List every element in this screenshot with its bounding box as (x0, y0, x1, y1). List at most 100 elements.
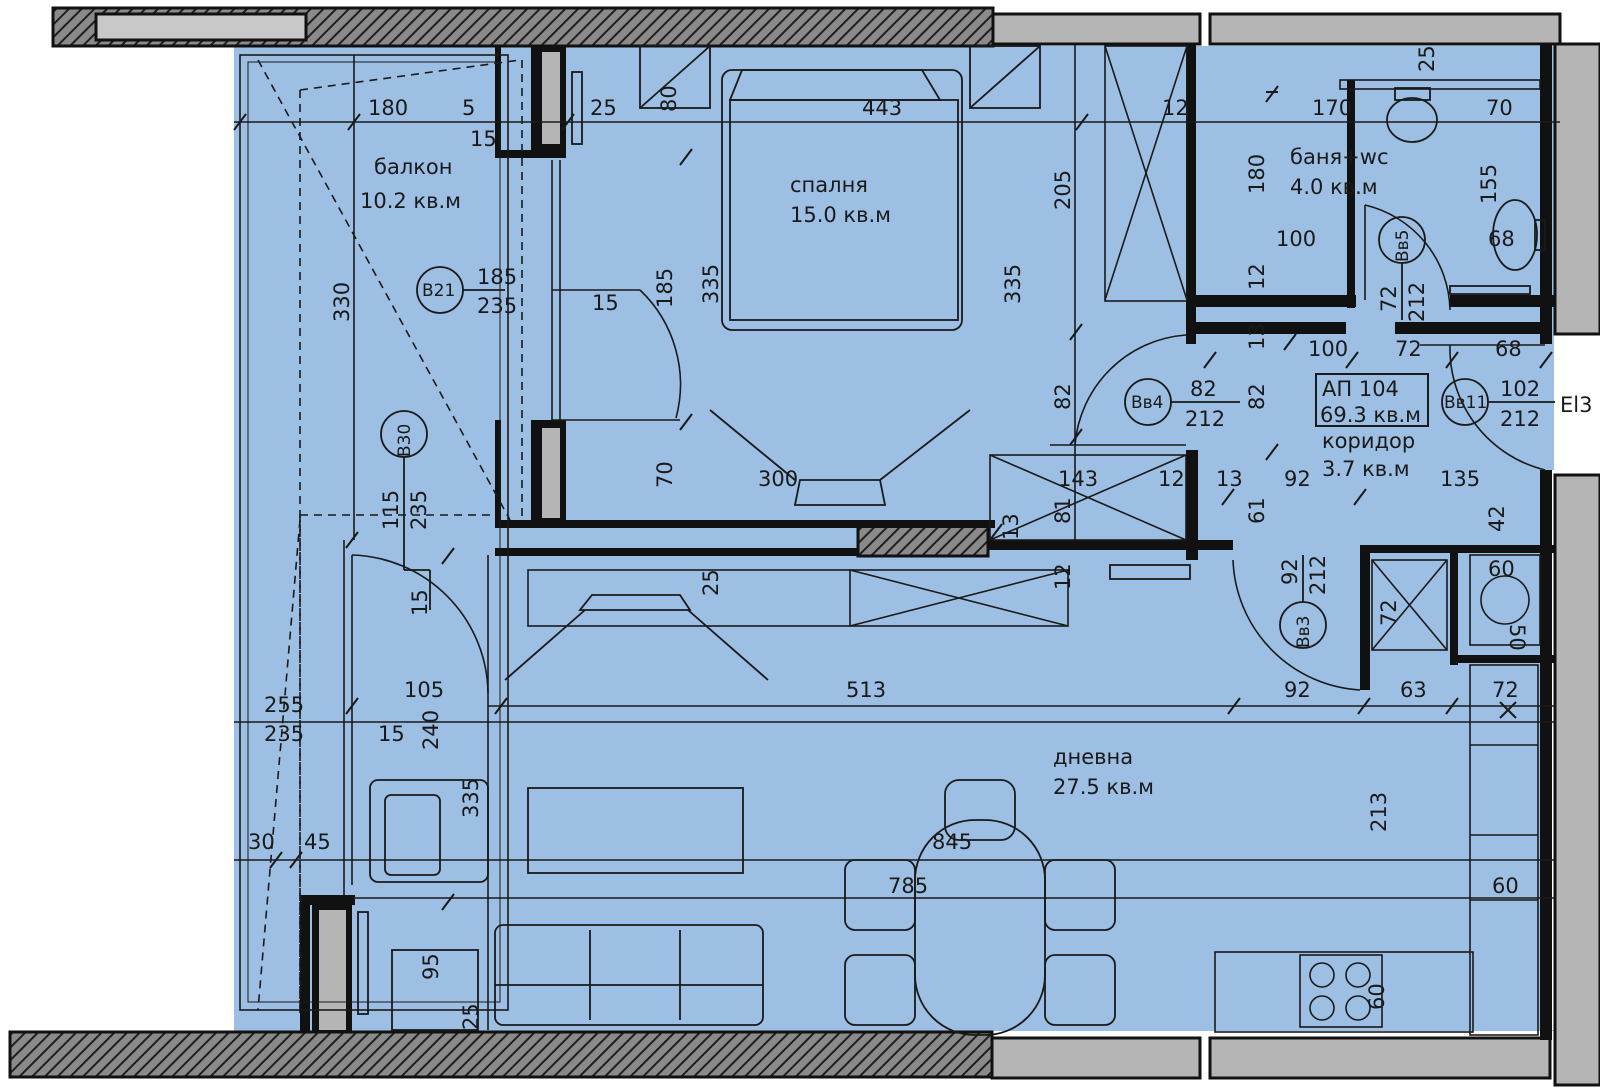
tag-bb11-h: 212 (1500, 407, 1540, 431)
column-grey (319, 910, 346, 1030)
dim-label: 12 (1245, 263, 1269, 290)
dim-label: 135 (1440, 467, 1480, 491)
dim-label: 68 (1488, 227, 1515, 251)
dim-label: 30 (248, 830, 275, 854)
bedroom-name: спалня (790, 173, 868, 197)
dim-label: 335 (459, 778, 483, 818)
dim-label: 60 (1492, 874, 1519, 898)
dim-label: 25 (1415, 45, 1439, 72)
tag-b21-h: 235 (477, 294, 517, 318)
column-grey-mid (542, 428, 560, 518)
dim-label: 70 (653, 461, 677, 488)
neighbor-walls (990, 12, 1600, 1087)
detail-lines (234, 45, 1560, 1036)
dim-label: 15 (592, 291, 619, 315)
column-grey-top (542, 52, 560, 144)
tag-bb4-h: 212 (1185, 407, 1225, 431)
bathroom-name: баня+wc (1290, 145, 1389, 169)
tag-bb4-w: 82 (1190, 377, 1217, 401)
dim-label: 82 (1051, 383, 1075, 410)
dim-label: 13 (1245, 323, 1269, 350)
dim-label: 72 (1377, 599, 1401, 626)
dim-label: 155 (1477, 164, 1501, 204)
dim-label: 513 (846, 678, 886, 702)
dimension-ticks (233, 85, 1553, 911)
dim-label: 50 (1505, 624, 1529, 651)
dim-label: 12 (1162, 96, 1189, 120)
dim-label: 92 (1284, 467, 1311, 491)
dim-label: 81 (1051, 497, 1075, 524)
tag-bb3-h: 212 (1306, 555, 1330, 595)
apartment-name: АП 104 (1322, 377, 1399, 401)
dim-label: 92 (1284, 678, 1311, 702)
tag-b21-code: B21 (422, 281, 455, 301)
dim-label: 185 (653, 268, 677, 308)
dim-label: 205 (1051, 170, 1075, 210)
dim-label: 330 (330, 282, 354, 322)
dashed-lines (257, 59, 523, 1015)
dim-label: 80 (657, 85, 681, 112)
tag-bb3-code: Вв3 (1294, 616, 1314, 649)
tag-bb11-code: Вв11 (1444, 393, 1487, 413)
dim-label: 170 (1312, 96, 1352, 120)
tag-b30-w: 115 (379, 490, 403, 530)
dim-label: 25 (590, 96, 617, 120)
dim-label: 25 (459, 1003, 483, 1030)
dim-label: 845 (932, 830, 972, 854)
dim-label: 100 (1308, 337, 1348, 361)
dim-label: 13 (1216, 467, 1243, 491)
dim-label: 12 (1158, 467, 1185, 491)
room-labels: балкон 10.2 кв.м спалня 15.0 кв.м баня+w… (360, 145, 1592, 799)
tag-b30-h: 235 (407, 490, 431, 530)
dim-label: 12 (1051, 563, 1075, 590)
dim-label: 13 (999, 513, 1023, 540)
dim-label: 45 (304, 830, 331, 854)
bedroom-area: 15.0 кв.м (790, 203, 891, 227)
exterior-walls (8, 6, 995, 1079)
balcony-name: балкон (374, 155, 453, 179)
dim-label: 180 (1245, 154, 1269, 194)
dim-label: 72 (1492, 678, 1519, 702)
dim-label: 70 (1486, 96, 1513, 120)
dim-label: 143 (1058, 467, 1098, 491)
dim-label: 15 (378, 722, 405, 746)
dim-label: 15 (470, 127, 497, 151)
dim-label: 15 (408, 589, 432, 616)
dim-label: 68 (1495, 337, 1522, 361)
tag-bb5-h: 212 (1405, 282, 1429, 322)
dim-label: 60 (1365, 983, 1389, 1010)
opening-tag-text: B21 185 235 B30 115 235 Вв4 82 212 Вв11 … (379, 230, 1540, 649)
dim-label: 25 (699, 569, 723, 596)
tag-bb5-w: 72 (1377, 285, 1401, 312)
dim-label: 95 (419, 953, 443, 980)
dim-label: 72 (1395, 337, 1422, 361)
opening-tags (380, 216, 1555, 649)
furniture (357, 45, 1546, 1036)
dim-label: 42 (1485, 505, 1509, 532)
dim-label: 105 (404, 678, 444, 702)
dim-label: 300 (758, 467, 798, 491)
dim-label: 100 (1276, 227, 1316, 251)
tag-bb3-w: 92 (1278, 558, 1302, 585)
dim-label: 235 (264, 722, 304, 746)
dim-label: 61 (1245, 497, 1269, 524)
tag-bb5-code: Вв5 (1393, 230, 1413, 263)
apartment-area: 69.3 кв.м (1320, 403, 1421, 427)
tag-b30-code: B30 (395, 424, 415, 457)
balcony-area: 10.2 кв.м (360, 189, 461, 213)
living-name: дневна (1053, 745, 1133, 769)
dim-label: 240 (419, 710, 443, 750)
corridor-area: 3.7 кв.м (1322, 457, 1410, 481)
living-area: 27.5 кв.м (1053, 775, 1154, 799)
dim-label: 443 (862, 96, 902, 120)
dim-label: 60 (1488, 557, 1515, 581)
dim-label: 5 (462, 96, 475, 120)
tag-bb11-w: 102 (1500, 377, 1540, 401)
dim-label: 180 (368, 96, 408, 120)
dim-label: 63 (1400, 678, 1427, 702)
corridor-name: коридор (1322, 429, 1415, 453)
bathroom-area: 4.0 кв.м (1290, 175, 1378, 199)
dimension-labels: 180 5 15 25 80 443 12 205 170 25 70 180 … (248, 45, 1529, 1030)
tag-b21-w: 185 (477, 265, 517, 289)
dim-label: 255 (264, 693, 304, 717)
